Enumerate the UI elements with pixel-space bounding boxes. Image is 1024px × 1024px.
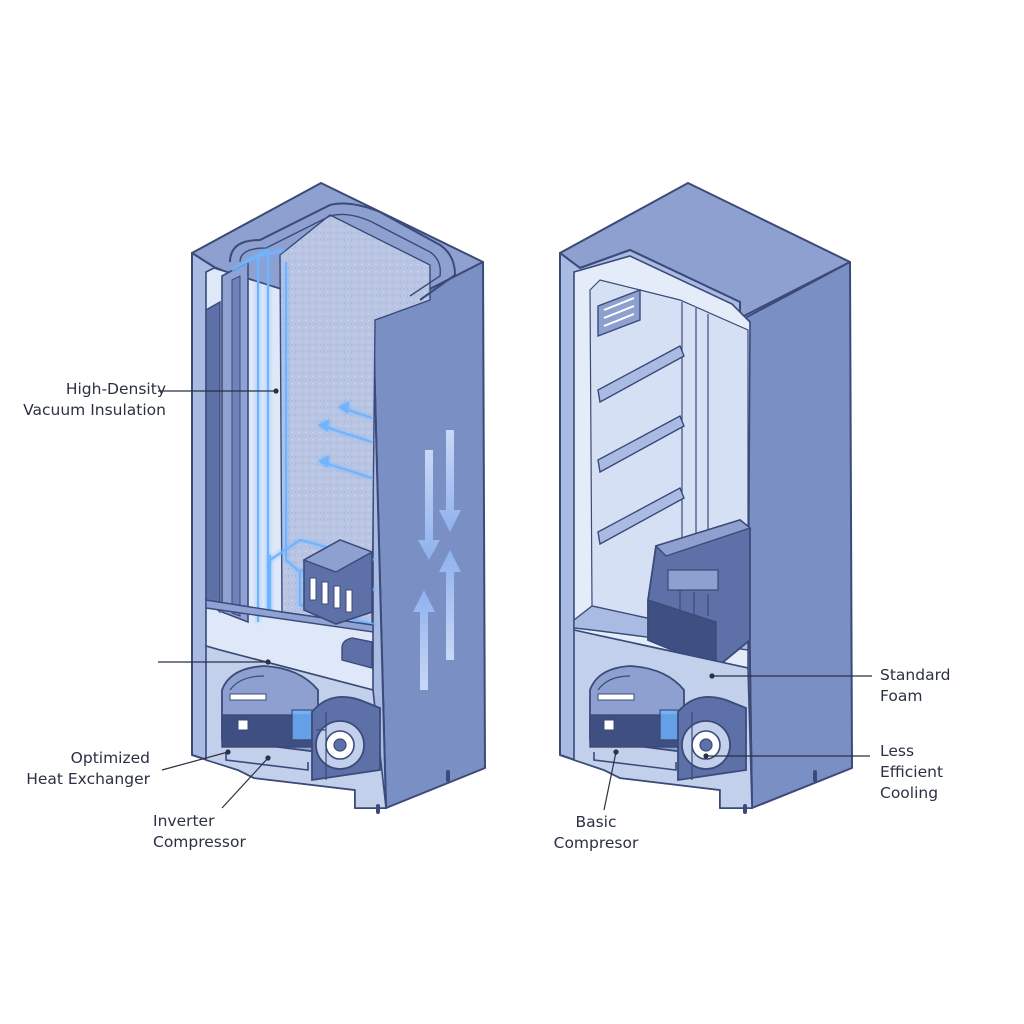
label-less-efficient-cooling-line-1: Less: [880, 742, 915, 760]
left-fridge-evaporator: [302, 539, 374, 669]
left-fridge-left-panel: [205, 300, 221, 614]
leader-heat-exchanger: [161, 751, 229, 771]
left-fridge-air-arrows: [413, 430, 461, 690]
label-heat-exchanger: Optimized Heat Exchanger: [26, 748, 150, 790]
label-standard-foam-line-2: Foam: [880, 687, 923, 705]
left-fridge-top-liner: [229, 202, 457, 301]
label-vacuum-insulation-line-1: High-Density: [65, 380, 166, 398]
leader-lines: [158, 388, 872, 811]
label-inverter-compressor: Inverter Compressor: [153, 811, 246, 853]
left-fridge-shelf: [205, 599, 374, 633]
left-fridge-heat-arrows: [318, 401, 373, 479]
label-basic-compressor: Basic Compresor: [544, 812, 648, 854]
right-fridge: [559, 182, 853, 814]
right-fridge-side-face: [744, 261, 853, 809]
label-basic-compressor-line-2: Compresor: [553, 834, 639, 852]
label-vacuum-insulation-line-2: Vacuum Insulation: [23, 401, 166, 419]
label-less-efficient-cooling-line-2: Efficient: [880, 763, 944, 781]
label-less-efficient-cooling-line-3: Cooling: [880, 784, 939, 802]
right-fridge-fan: [659, 696, 747, 782]
label-standard-foam: Standard Foam: [880, 665, 951, 707]
right-fridge-shelves: [597, 345, 685, 546]
label-standard-foam-line-1: Standard: [880, 666, 951, 684]
label-inverter-compressor-line-2: Compressor: [153, 833, 246, 851]
left-fridge-heat-exchanger: [291, 696, 381, 782]
label-vacuum-insulation: High-Density Vacuum Insulation: [23, 379, 166, 421]
label-basic-compressor-line-1: Basic: [575, 813, 617, 831]
label-less-efficient-cooling: Less Efficient Cooling: [880, 741, 943, 804]
label-heat-exchanger-line-2: Heat Exchanger: [26, 770, 150, 788]
leader-basic-compressor: [603, 751, 617, 811]
leader-inverter-compressor: [221, 757, 269, 809]
left-fridge: [191, 182, 486, 814]
label-inverter-compressor-line-1: Inverter: [153, 812, 215, 830]
label-heat-exchanger-line-1: Optimized: [70, 749, 150, 767]
right-fridge-evaporator: [647, 518, 752, 670]
right-fridge-vent: [597, 288, 641, 338]
